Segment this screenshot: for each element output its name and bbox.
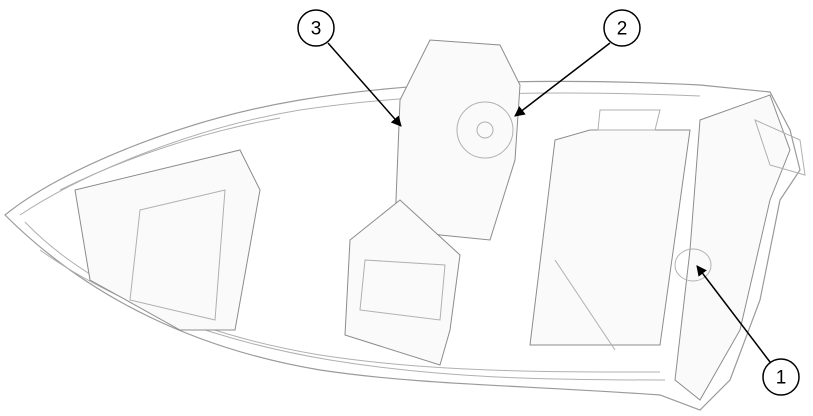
callout-label: 2 (617, 19, 628, 40)
seat (344, 199, 461, 366)
rear-bench (529, 109, 691, 351)
callout-label: 3 (311, 19, 322, 40)
front-deck (74, 149, 261, 331)
callout-1: 1 (696, 265, 800, 396)
callout-2: 2 (514, 9, 641, 117)
transom (674, 94, 806, 401)
callout-3: 3 (297, 9, 402, 127)
callout-label: 1 (776, 368, 787, 389)
